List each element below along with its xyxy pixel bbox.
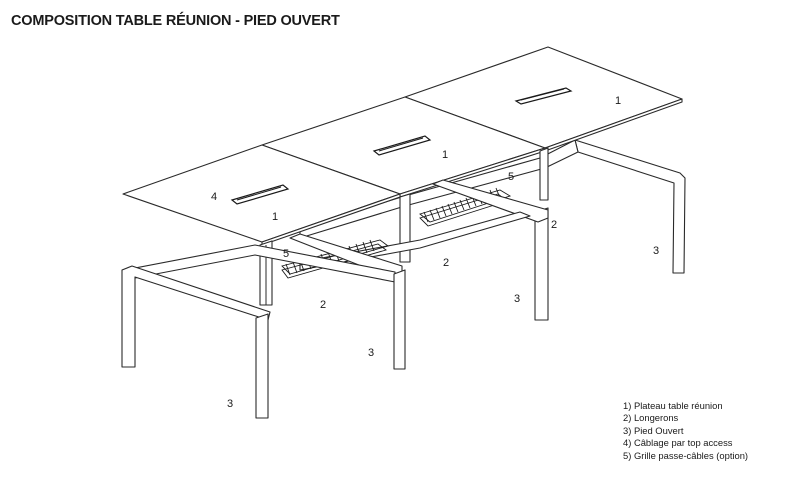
legend-item-cablage: 4) Câblage par top access bbox=[623, 437, 733, 449]
leg-front-left bbox=[121, 265, 271, 419]
callout-3-center-right: 3 bbox=[514, 293, 520, 305]
callout-4: 4 bbox=[211, 191, 217, 203]
legend: 1) Plateau table réunion 2) Longerons 3)… bbox=[623, 400, 748, 462]
callout-2-middle: 2 bbox=[443, 257, 449, 269]
callout-2-left: 2 bbox=[320, 299, 326, 311]
legend-item-grille: 5) Grille passe-câbles (option) bbox=[623, 449, 749, 461]
callout-3-center: 3 bbox=[368, 347, 374, 359]
callout-3-back-right: 3 bbox=[653, 245, 659, 257]
callout-5-left: 5 bbox=[283, 248, 289, 260]
callout-2-right: 2 bbox=[551, 219, 557, 231]
leg-front-center bbox=[393, 269, 406, 370]
tabletop-left bbox=[122, 144, 401, 246]
callout-5-right: 5 bbox=[508, 171, 514, 183]
page-title: COMPOSITION TABLE RÉUNION - PIED OUVERT bbox=[11, 13, 340, 29]
callout-1-middle: 1 bbox=[442, 149, 448, 161]
callout-1-right: 1 bbox=[615, 95, 621, 107]
leg-back-right bbox=[574, 139, 686, 274]
legend-item-plateau: 1) Plateau table réunion bbox=[623, 400, 723, 411]
legend-item-longerons: 2) Longerons bbox=[623, 412, 679, 424]
legend-item-pied: 3) Pied Ouvert bbox=[623, 424, 684, 436]
tabletop-right bbox=[404, 46, 683, 152]
callout-1-left: 1 bbox=[272, 211, 278, 223]
callout-3-front-left: 3 bbox=[227, 398, 233, 410]
